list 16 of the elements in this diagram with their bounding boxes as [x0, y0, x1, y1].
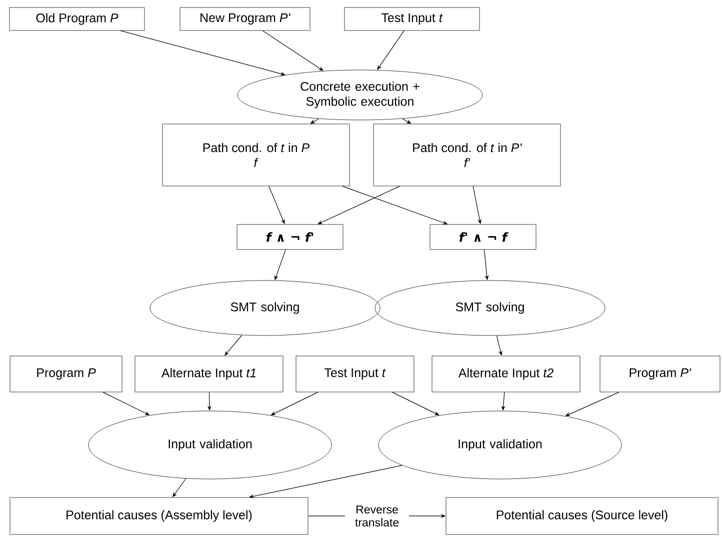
process-box: Path cond. of t in P f	[162, 124, 350, 186]
process-box: Path cond. of t in P' f'	[373, 124, 561, 186]
arrow	[310, 118, 320, 124]
formula-box: f' ∧ ¬ f	[430, 224, 536, 250]
edge-label: Reverse translate	[345, 504, 409, 528]
process-box: New Program P'	[180, 7, 310, 31]
process-box: Potential causes (Assembly level)	[10, 497, 308, 535]
process-box: Alternate Input t1	[134, 356, 284, 392]
process-box: Alternate Input t2	[432, 356, 580, 392]
process-box: Test Input t	[296, 356, 414, 392]
process-box: Potential causes (Source level)	[446, 497, 718, 535]
process-box: Program P'	[600, 356, 720, 392]
process-box: Program P	[10, 356, 122, 392]
process-box: Test Input t	[344, 7, 480, 31]
formula-box: f ∧ ¬ f'	[236, 224, 344, 250]
process-box: Old Program P	[9, 7, 145, 31]
